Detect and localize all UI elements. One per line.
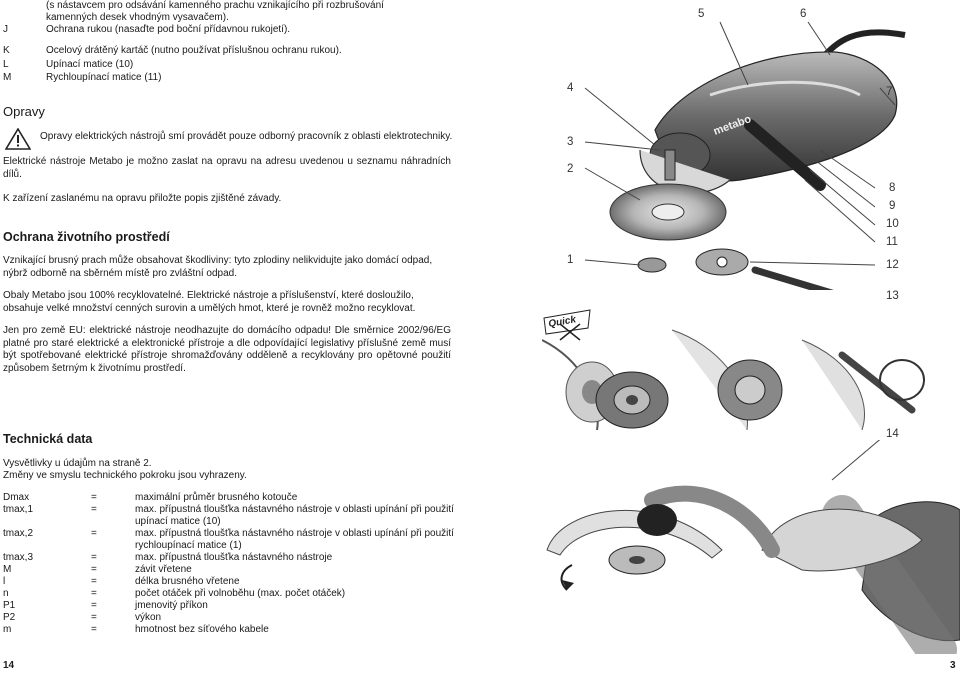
quick-badge: Quick bbox=[548, 314, 578, 330]
figure-label: 5 bbox=[698, 8, 705, 20]
figure-label: 2 bbox=[567, 163, 574, 175]
environment-heading: Ochrana životního prostředí bbox=[3, 230, 170, 244]
repairs-warning-text: Opravy elektrických nástrojů smí provádě… bbox=[40, 131, 453, 142]
warning-icon bbox=[5, 128, 31, 150]
repairs-paragraph: K zařízení zaslanému na opravu přiložte … bbox=[3, 193, 282, 204]
figure-label: 12 bbox=[886, 259, 899, 271]
tech-intro: Změny ve smyslu technického pokroku jsou… bbox=[3, 470, 247, 481]
page-number-left: 14 bbox=[3, 660, 15, 671]
figure-label: 11 bbox=[886, 236, 898, 248]
figure-label: 8 bbox=[889, 182, 896, 194]
angle-grinder-illustration: metabo bbox=[584, 21, 906, 290]
tech-intro: Vysvětlivky u údajům na straně 2. bbox=[3, 458, 152, 469]
quick-nut-illustration: Quick bbox=[542, 309, 925, 430]
figure-label: 4 bbox=[567, 82, 574, 94]
figure-label: 1 bbox=[567, 254, 574, 266]
guard-assembly-illustration bbox=[546, 440, 960, 654]
environment-paragraph: Jen pro země EU: elektrické nástroje neo… bbox=[3, 325, 451, 374]
figure-label: 7 bbox=[886, 86, 893, 98]
tech-heading: Technická data bbox=[3, 432, 93, 446]
figure-label: 10 bbox=[886, 218, 899, 230]
environment-paragraph: Vznikající brusný prach může obsahovat š… bbox=[3, 255, 433, 279]
repairs-heading: Opravy bbox=[3, 104, 45, 119]
environment-paragraph: Obaly Metabo jsou 100% recyklovatelné. E… bbox=[3, 290, 416, 314]
figure-label: 14 bbox=[886, 428, 899, 440]
tech-table: Dmax=maximální průměr brusného kotouče t… bbox=[3, 492, 454, 635]
page-number-right: 3 bbox=[950, 660, 956, 671]
figure-label: 13 bbox=[886, 290, 899, 302]
figure-label: 9 bbox=[889, 200, 896, 212]
figure-label: 6 bbox=[800, 8, 807, 20]
repairs-paragraph: Elektrické nástroje Metabo je možno zasl… bbox=[3, 156, 451, 180]
figure-label: 3 bbox=[567, 136, 574, 148]
